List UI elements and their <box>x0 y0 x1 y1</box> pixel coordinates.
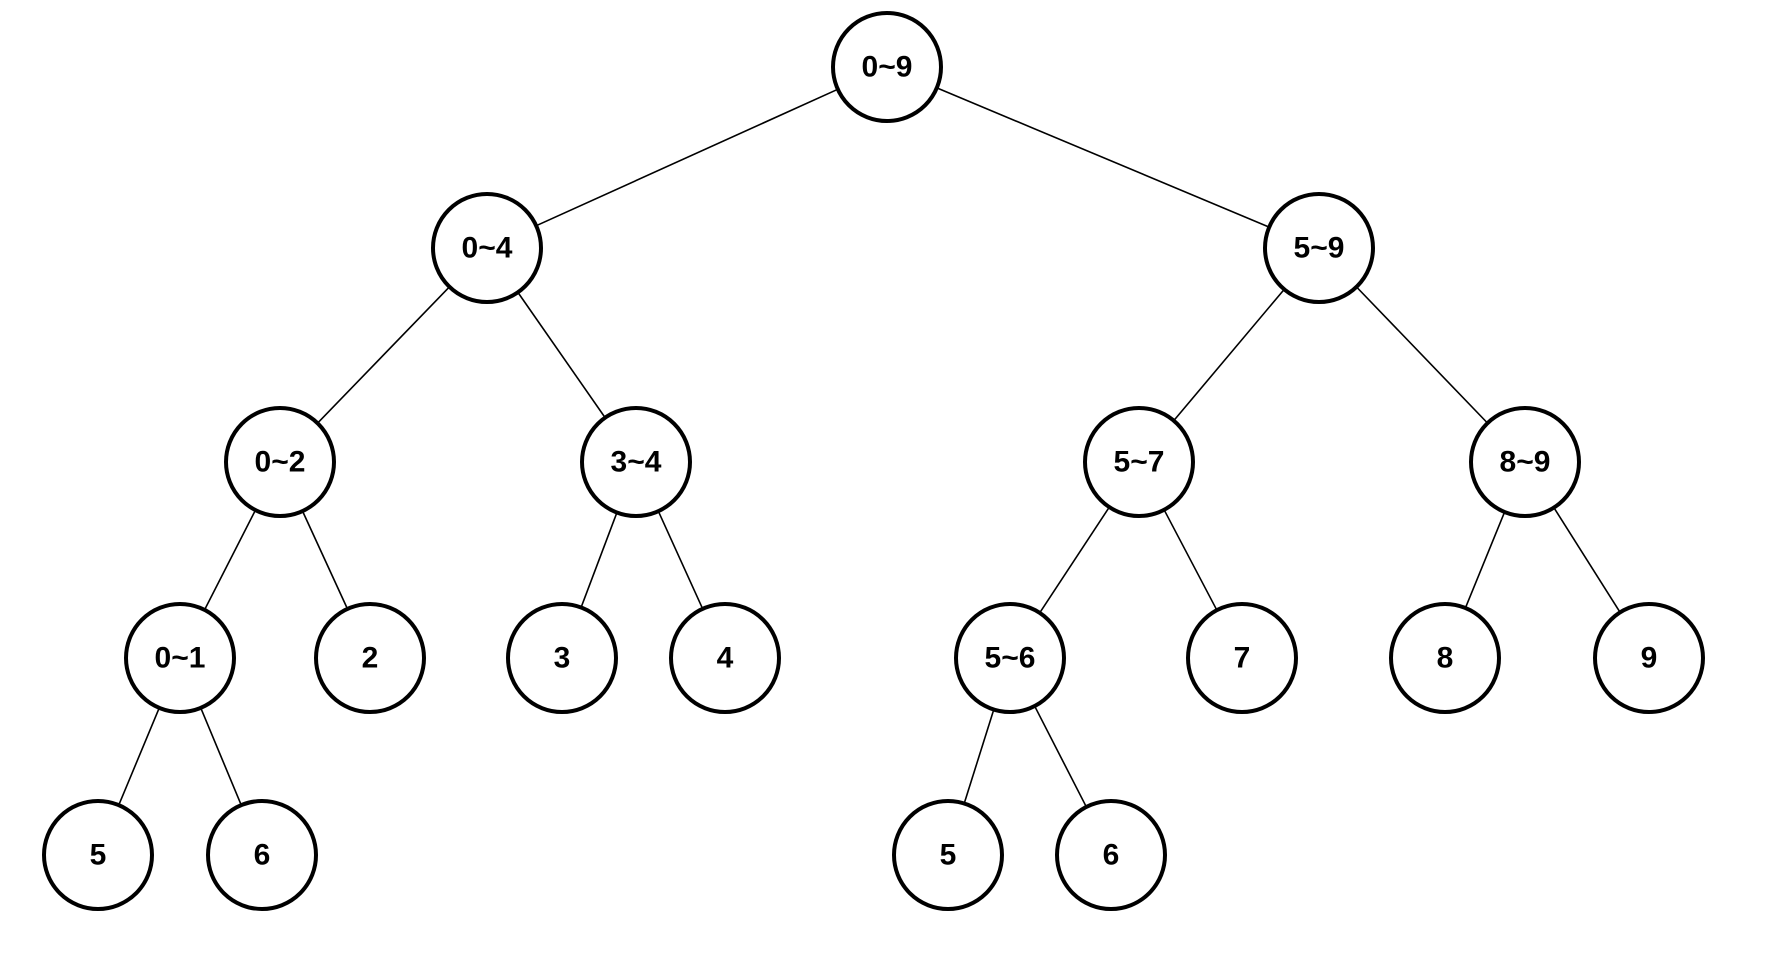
tree-edge-5~9-to-8~9 <box>1356 287 1488 423</box>
tree-node-label: 0~9 <box>862 51 913 84</box>
tree-node-label: 9 <box>1641 642 1658 675</box>
tree-node: 8~9 <box>1469 406 1581 518</box>
tree-node: 0~1 <box>124 602 236 714</box>
tree-node-label: 5~7 <box>1114 446 1165 479</box>
tree-node-circle <box>1389 602 1501 714</box>
tree-node-label: 0~1 <box>155 642 206 675</box>
tree-node-circle <box>580 406 692 518</box>
tree-edge-5~6-to-6 <box>1034 706 1087 807</box>
tree-node: 7 <box>1186 602 1298 714</box>
tree-node-label: 6 <box>1103 839 1120 872</box>
tree-node-circle <box>224 406 336 518</box>
tree-edge-5~7-to-5~6 <box>1039 507 1110 613</box>
tree-node-label: 8 <box>1437 642 1454 675</box>
tree-node: 5 <box>892 799 1004 911</box>
tree-node-label: 0~2 <box>255 446 306 479</box>
tree-node-circle <box>1593 602 1705 714</box>
tree-node: 4 <box>669 602 781 714</box>
tree-node-circle <box>1186 602 1298 714</box>
tree-node-circle <box>1083 406 1195 518</box>
tree-edge-0~4-to-0~2 <box>317 286 450 424</box>
tree-edge-5~7-to-7 <box>1163 510 1218 610</box>
tree-node-circle <box>892 799 1004 911</box>
tree-edge-3~4-to-3 <box>580 513 618 607</box>
tree-node-circle <box>124 602 236 714</box>
tree-node: 3~4 <box>580 406 692 518</box>
tree-edge-0~1-to-6 <box>200 708 242 805</box>
tree-node-label: 7 <box>1234 642 1251 675</box>
tree-node-label: 0~4 <box>462 232 513 265</box>
tree-node: 6 <box>206 799 318 911</box>
tree-node: 0~2 <box>224 406 336 518</box>
tree-node: 0~4 <box>431 192 543 304</box>
tree-node-label: 8~9 <box>1500 446 1551 479</box>
tree-node: 5~9 <box>1263 192 1375 304</box>
tree-node: 6 <box>1055 799 1167 911</box>
tree-node: 0~9 <box>831 11 943 123</box>
tree-node-label: 5~9 <box>1294 232 1345 265</box>
tree-node-label: 5 <box>90 839 107 872</box>
tree-edge-0~2-to-0~1 <box>204 510 256 610</box>
tree-node: 9 <box>1593 602 1705 714</box>
tree-node-label: 3~4 <box>611 446 662 479</box>
tree-node-label: 3 <box>554 642 571 675</box>
tree-node-label: 4 <box>717 642 734 675</box>
tree-edge-0~9-to-5~9 <box>937 87 1269 228</box>
edge-layer <box>118 87 1621 807</box>
tree-node-circle <box>1263 192 1375 304</box>
tree-node-circle <box>669 602 781 714</box>
tree-node-circle <box>206 799 318 911</box>
tree-node-circle <box>1469 406 1581 518</box>
tree-node-circle <box>314 602 426 714</box>
tree-node-circle <box>1055 799 1167 911</box>
tree-edge-8~9-to-9 <box>1553 508 1621 612</box>
tree-node-circle <box>506 602 618 714</box>
tree-node-circle <box>431 192 543 304</box>
tree-node: 3 <box>506 602 618 714</box>
tree-node-label: 2 <box>362 642 379 675</box>
tree-edge-3~4-to-4 <box>658 511 703 609</box>
tree-node: 5~7 <box>1083 406 1195 518</box>
tree-node-circle <box>42 799 154 911</box>
tree-node: 2 <box>314 602 426 714</box>
tree-edge-0~1-to-5 <box>118 708 160 805</box>
tree-node: 8 <box>1389 602 1501 714</box>
tree-edge-5~6-to-5 <box>963 710 995 803</box>
tree-node-circle <box>954 602 1066 714</box>
tree-node: 5~6 <box>954 602 1066 714</box>
tree-node-label: 5 <box>940 839 957 872</box>
tree-edge-0~9-to-0~4 <box>536 88 838 227</box>
tree-node-circle <box>831 11 943 123</box>
node-layer: 0~9 0~4 5~9 0~2 3~4 5~7 8~9 0~1 2 3 4 5~6 7 8 9 5 6 5 6 <box>42 11 1705 911</box>
tree-node: 5 <box>42 799 154 911</box>
tree-node-label: 6 <box>254 839 271 872</box>
tree-edge-0~4-to-3~4 <box>517 292 606 418</box>
tree-node-label: 5~6 <box>985 642 1036 675</box>
tree-edge-8~9-to-8 <box>1465 512 1505 608</box>
tree-edge-0~2-to-2 <box>302 511 348 609</box>
tree-edge-5~9-to-5~7 <box>1173 289 1285 421</box>
